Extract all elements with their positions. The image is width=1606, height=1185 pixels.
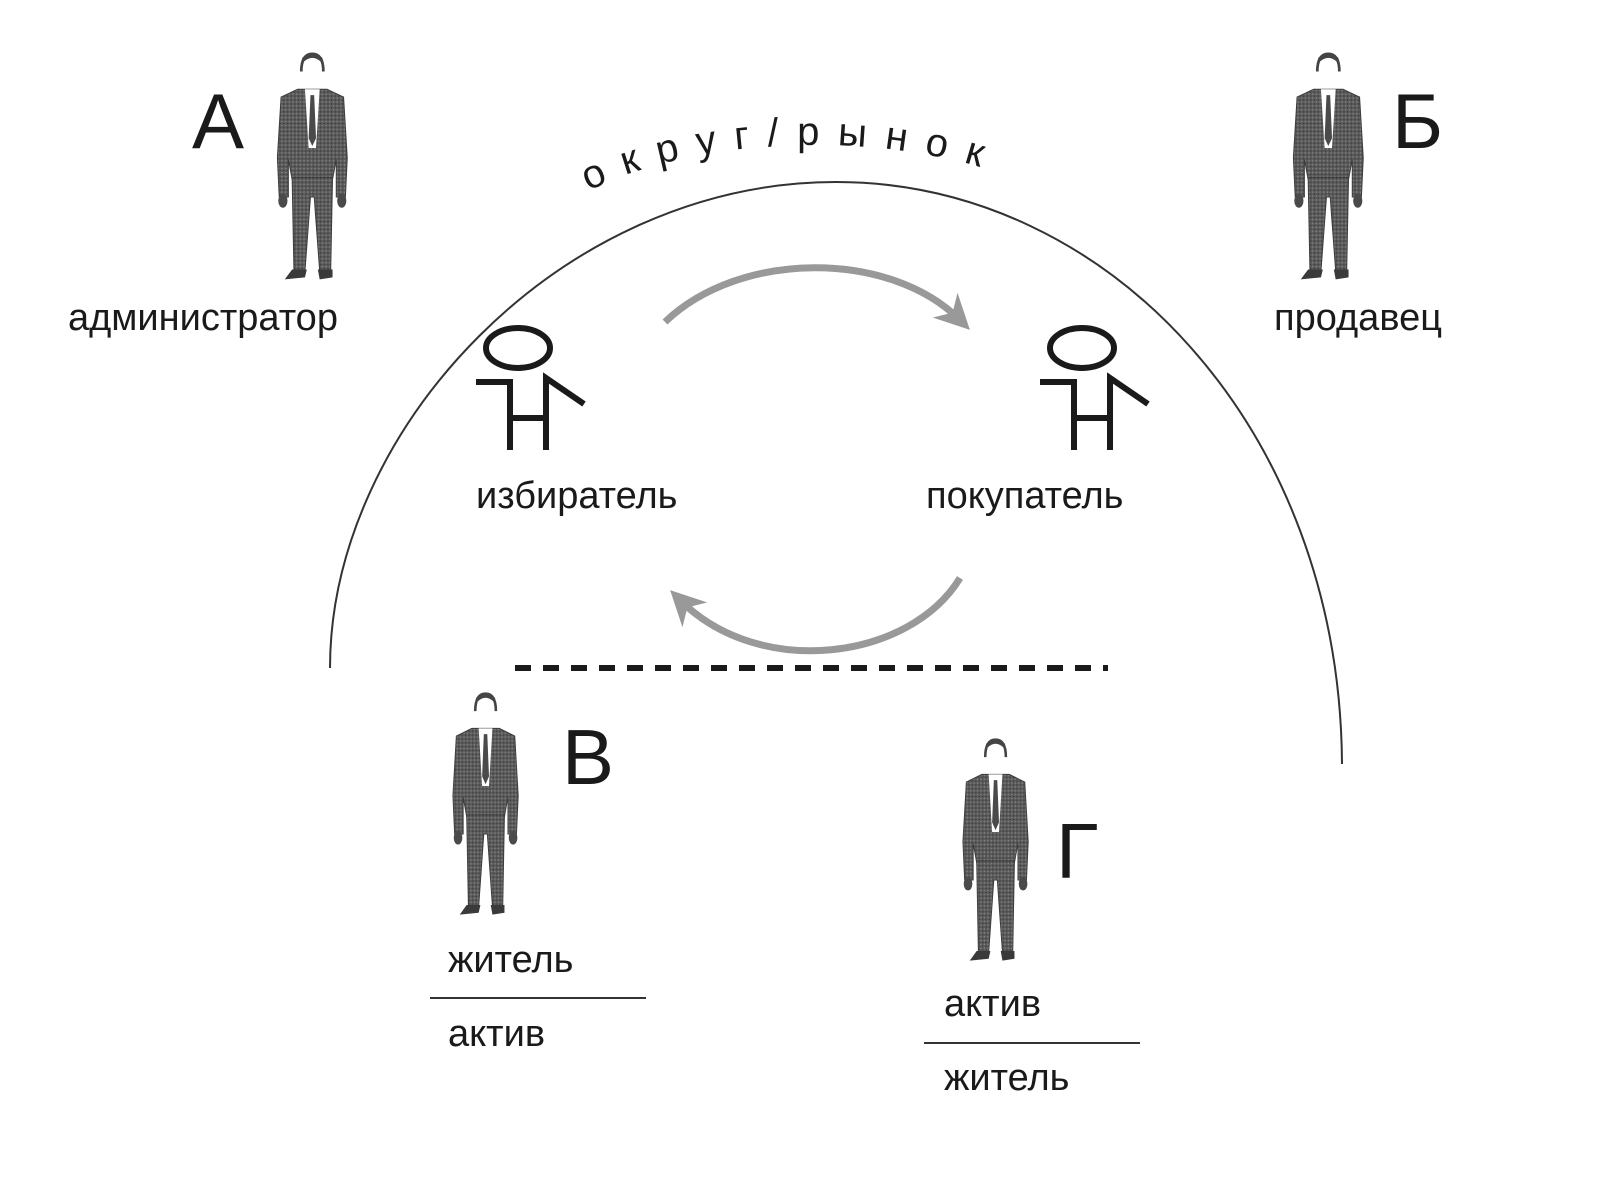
arc-label: округ/рынок [574, 110, 1007, 199]
person-in-suit-icon [450, 691, 521, 917]
arrow-bottom [670, 576, 963, 655]
person-b-letter: Б [1392, 77, 1444, 165]
person-in-suit-icon [960, 737, 1031, 963]
person-v-numerator: житель [448, 939, 574, 981]
person-a-role: администратор [68, 297, 338, 339]
voter-label: избиратель [476, 475, 678, 517]
person-a-letter: А [192, 77, 245, 165]
arc-label-text: округ/рынок [574, 110, 989, 199]
person-v-denominator: актив [448, 1013, 546, 1055]
person-in-suit-icon [1291, 51, 1366, 282]
person-g-letter: Г [1056, 807, 1099, 895]
stick-figure-icon [476, 328, 584, 450]
stick-figure-icon [1040, 328, 1148, 450]
arrow-top [662, 264, 970, 330]
person-g-numerator: актив [944, 983, 1042, 1025]
buyer-label: покупатель [926, 475, 1124, 517]
market-arc [329, 180, 1343, 765]
person-b-role: продавец [1274, 297, 1442, 339]
person-in-suit-icon [275, 51, 350, 282]
person-v-letter: В [562, 713, 615, 801]
person-g-denominator: житель [944, 1057, 1070, 1099]
